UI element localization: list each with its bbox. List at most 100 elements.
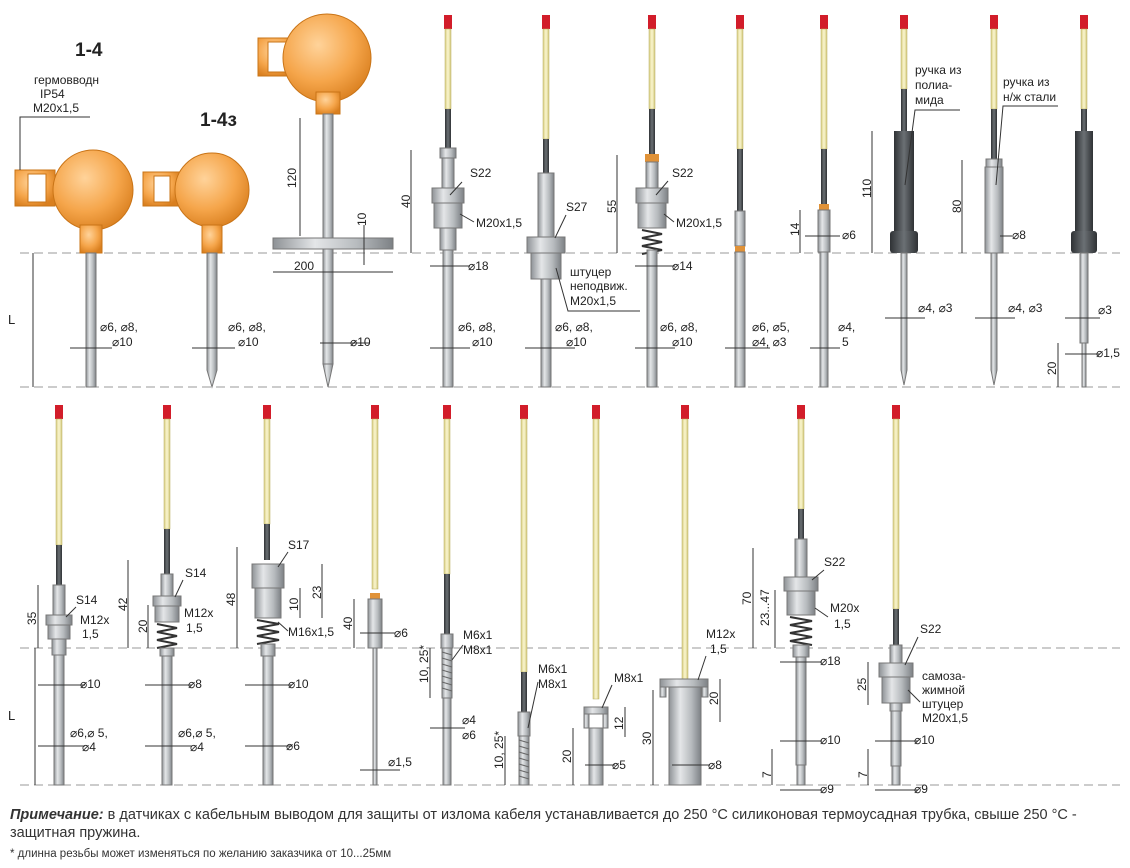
sensor-cable-s22-spring (635, 15, 669, 388)
dim-b-m6a: M6x1 M8x1 10, 25* ⌀4 ⌀6 (417, 628, 493, 742)
svg-text:40: 40 (399, 194, 413, 208)
footnote: * длинна резьбы может изменяться по жела… (10, 848, 392, 860)
sensor-t-head (257, 13, 394, 388)
sensor-b-m12-bracket (659, 405, 709, 786)
svg-text:20: 20 (707, 691, 721, 705)
dim-steel-handle: ручка из н/ж стали 80 ⌀8 ⌀4, ⌀3 (950, 75, 1058, 319)
sensor-handle-steel (984, 15, 1004, 386)
svg-text:⌀4, ⌀3: ⌀4, ⌀3 (752, 335, 787, 349)
svg-text:⌀4,: ⌀4, (838, 320, 855, 334)
sensor-cable-s27 (526, 15, 566, 388)
svg-text:⌀6, ⌀8,: ⌀6, ⌀8, (660, 320, 698, 334)
svg-text:42: 42 (116, 597, 130, 611)
svg-text:⌀10: ⌀10 (80, 677, 101, 691)
svg-text:⌀8: ⌀8 (188, 677, 202, 691)
svg-text:⌀10: ⌀10 (566, 335, 587, 349)
dim-s22a: 40 S22 M20x1,5 ⌀18 ⌀6, ⌀8, ⌀10 (399, 150, 522, 349)
svg-text:⌀6, ⌀8,: ⌀6, ⌀8, (555, 320, 593, 334)
svg-text:80: 80 (950, 199, 964, 213)
svg-text:штуцер: штуцер (570, 265, 612, 279)
svg-text:1,5: 1,5 (710, 642, 727, 656)
sensor-cable-plain (734, 15, 746, 388)
dimension-L-top: L (8, 253, 34, 387)
dim-s22b: 55 S22 M20x1,5 ⌀14 ⌀6, ⌀8, ⌀10 (605, 155, 722, 349)
svg-text:L: L (8, 312, 15, 327)
svg-text:35: 35 (25, 611, 39, 625)
svg-text:M20x1,5: M20x1,5 (922, 711, 968, 725)
sensor-b-self-clamp (878, 405, 914, 786)
dim-b-thin: 40 ⌀6 ⌀1,5 (341, 599, 412, 771)
dimension-L-bottom: L (8, 648, 36, 785)
dim-sleeve: 14 ⌀6 ⌀4, 5 (788, 210, 856, 349)
svg-text:⌀10: ⌀10 (472, 335, 493, 349)
svg-text:M12x: M12x (706, 627, 735, 641)
svg-text:⌀1,5: ⌀1,5 (1096, 346, 1120, 360)
svg-text:M12x: M12x (80, 613, 109, 627)
svg-text:55: 55 (605, 199, 619, 213)
svg-text:S17: S17 (288, 538, 310, 552)
reference-lines (20, 252, 1120, 786)
sensor-handle-polyamide (890, 15, 918, 386)
svg-text:20: 20 (1045, 361, 1059, 375)
svg-text:S14: S14 (185, 566, 207, 580)
svg-text:мида: мида (915, 93, 944, 107)
svg-text:⌀6: ⌀6 (842, 228, 856, 242)
svg-text:20: 20 (560, 749, 574, 763)
svg-text:полиа-: полиа- (915, 78, 952, 92)
svg-text:M8x1: M8x1 (538, 677, 568, 691)
sensor-1-4z-head (142, 152, 250, 389)
svg-text:110: 110 (860, 179, 874, 198)
svg-text:жимной: жимной (922, 683, 965, 697)
svg-text:10, 25*: 10, 25* (417, 645, 431, 683)
svg-text:S22: S22 (470, 166, 492, 180)
svg-text:⌀4: ⌀4 (82, 740, 96, 754)
dim-b-s17: 48 S17 23 10 M16x1,5 ⌀10 ⌀6 (224, 538, 334, 753)
svg-text:7: 7 (760, 771, 774, 778)
svg-text:10, 25*: 10, 25* (492, 731, 506, 769)
svg-text:⌀1,5: ⌀1,5 (388, 755, 412, 769)
svg-text:ручка из: ручка из (915, 63, 962, 77)
svg-text:⌀14: ⌀14 (672, 259, 693, 273)
dim-b-s14b: 42 20 S14 M12x 1,5 ⌀8 ⌀6,⌀ 5, ⌀4 (116, 560, 216, 754)
svg-text:⌀6: ⌀6 (462, 728, 476, 742)
sensor-b-s14b (152, 405, 182, 786)
svg-text:⌀8: ⌀8 (1012, 228, 1026, 242)
svg-text:⌀6: ⌀6 (286, 739, 300, 753)
dim-b-m6b: M6x1 M8x1 10, 25* (492, 662, 568, 785)
svg-text:н/ж стали: н/ж стали (1003, 90, 1056, 104)
svg-text:M20x1,5: M20x1,5 (676, 216, 722, 230)
title-1-4: 1-4 (75, 40, 103, 61)
svg-text:⌀6,⌀ 5,: ⌀6,⌀ 5, (178, 726, 216, 740)
dim-b-s14a: 35 S14 M12x 1,5 ⌀10 ⌀6,⌀ 5, ⌀4 (25, 585, 109, 754)
svg-text:самоза-: самоза- (922, 669, 966, 683)
title-1-4z: 1-4з (200, 110, 237, 131)
svg-text:⌀18: ⌀18 (468, 259, 489, 273)
note-paragraph: Примечание: в датчиках с кабельным вывод… (10, 806, 1125, 842)
dim-plain: ⌀6, ⌀5, ⌀4, ⌀3 (725, 320, 790, 349)
svg-text:⌀4, ⌀3: ⌀4, ⌀3 (1008, 301, 1043, 315)
svg-text:⌀3: ⌀3 (1098, 303, 1112, 317)
svg-text:M8x1: M8x1 (614, 671, 644, 685)
sensor-handle-reduced (1071, 15, 1097, 388)
svg-text:⌀4, ⌀3: ⌀4, ⌀3 (918, 301, 953, 315)
svg-text:гермовводн: гермовводн (34, 73, 99, 87)
svg-text:⌀6, ⌀8,: ⌀6, ⌀8, (228, 320, 266, 334)
dim-sensor2: ⌀6, ⌀8, ⌀10 (192, 320, 266, 349)
svg-text:⌀6: ⌀6 (394, 626, 408, 640)
sensor-b-m8 (583, 405, 609, 786)
svg-text:M8x1: M8x1 (463, 643, 493, 657)
svg-text:M6x1: M6x1 (463, 628, 493, 642)
svg-text:48: 48 (224, 592, 238, 606)
svg-text:40: 40 (341, 616, 355, 630)
dim-b-self-clamp: S22 25 самоза- жимной штуцер M20x1,5 ⌀10… (855, 622, 968, 796)
svg-text:5: 5 (842, 335, 849, 349)
svg-text:неподвиж.: неподвиж. (570, 279, 628, 293)
svg-text:S22: S22 (672, 166, 694, 180)
svg-text:10: 10 (287, 597, 301, 611)
svg-text:⌀6, ⌀5,: ⌀6, ⌀5, (752, 320, 790, 334)
sensor-b-thin-sleeve (367, 405, 383, 786)
svg-text:M20x1,5: M20x1,5 (570, 294, 616, 308)
svg-text:⌀10: ⌀10 (672, 335, 693, 349)
svg-text:⌀4: ⌀4 (190, 740, 204, 754)
